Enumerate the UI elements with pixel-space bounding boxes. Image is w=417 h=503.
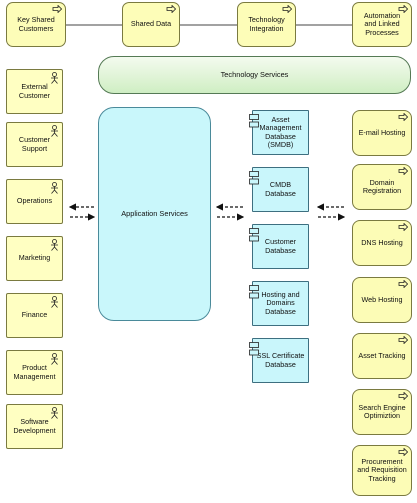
process-arrow-icon xyxy=(52,4,63,15)
actor-icon xyxy=(50,239,59,253)
database-customer[interactable]: Customer Database xyxy=(249,224,309,269)
service-label: Search Engine Optimiztion xyxy=(358,402,406,420)
database-ssl-certificate[interactable]: SSL Certificate Database xyxy=(249,338,309,383)
database-label: Customer Database xyxy=(264,237,297,255)
service-label: Domain Registration xyxy=(362,177,402,195)
service-asset-tracking[interactable]: Asset Tracking xyxy=(352,333,412,379)
service-arrow-icon xyxy=(398,112,409,123)
service-label: E-mail Hosting xyxy=(358,127,406,137)
technology-services[interactable]: Technology Services xyxy=(98,56,411,94)
actor-icon xyxy=(50,296,59,310)
actor-finance[interactable]: Finance xyxy=(6,293,63,338)
component-icon xyxy=(249,228,259,244)
actor-label: External Customer xyxy=(18,82,51,100)
actor-label: Finance xyxy=(21,310,48,320)
technology-services-label: Technology Services xyxy=(220,69,289,79)
actor-label: Marketing xyxy=(18,253,51,263)
database-label: CMDB Database xyxy=(265,180,296,198)
service-arrow-icon xyxy=(398,279,409,290)
database-hosting-domains[interactable]: Hosting and Domains Database xyxy=(249,281,309,326)
actor-icon xyxy=(50,407,59,421)
process-arrow-icon xyxy=(398,4,409,15)
component-icon xyxy=(249,342,259,358)
service-arrow-icon xyxy=(398,335,409,346)
service-arrow-icon xyxy=(398,447,409,458)
actor-external-customer[interactable]: External Customer xyxy=(6,69,63,114)
actor-operations[interactable]: Operations xyxy=(6,179,63,224)
service-label: Asset Tracking xyxy=(358,350,406,360)
database-label: Hosting and Domains Database xyxy=(261,289,300,316)
actor-customer-support[interactable]: Customer Support xyxy=(6,122,63,167)
process-automation-linked[interactable]: Automation and Linked Processes xyxy=(352,2,412,47)
service-label: Web Hosting xyxy=(361,294,403,304)
service-label: Procurement and Requisition Tracking xyxy=(357,456,407,483)
database-asset-management[interactable]: Asset Management Database (SMDB) xyxy=(249,110,309,155)
actor-icon xyxy=(50,125,59,139)
process-arrow-icon xyxy=(282,4,293,15)
service-arrow-icon xyxy=(398,166,409,177)
service-search-engine-optimization[interactable]: Search Engine Optimiztion xyxy=(352,389,412,435)
process-label: Key Shared Customers xyxy=(17,15,55,33)
service-label: DNS Hosting xyxy=(361,237,403,247)
component-icon xyxy=(249,171,259,187)
process-shared-data[interactable]: Shared Data xyxy=(122,2,180,47)
service-arrow-icon xyxy=(398,391,409,402)
process-label: Technology Integration xyxy=(248,15,285,33)
application-services-label: Application Services xyxy=(121,208,188,218)
service-dns-hosting[interactable]: DNS Hosting xyxy=(352,220,412,266)
service-domain-registration[interactable]: Domain Registration xyxy=(352,164,412,210)
actor-icon xyxy=(50,353,59,367)
actor-icon xyxy=(50,182,59,196)
actor-label: Product Management xyxy=(13,363,56,381)
service-email-hosting[interactable]: E-mail Hosting xyxy=(352,110,412,156)
component-icon xyxy=(249,114,259,130)
actor-marketing[interactable]: Marketing xyxy=(6,236,63,281)
component-icon xyxy=(249,285,259,301)
process-arrow-icon xyxy=(166,4,177,15)
process-key-shared-customers[interactable]: Key Shared Customers xyxy=(6,2,66,47)
application-services[interactable]: Application Services xyxy=(98,107,211,321)
actor-software-development[interactable]: Software Development xyxy=(6,404,63,449)
database-label: SSL Certificate Database xyxy=(256,351,305,369)
actor-label: Customer Support xyxy=(18,135,51,153)
service-web-hosting[interactable]: Web Hosting xyxy=(352,277,412,323)
actor-label: Operations xyxy=(16,196,53,206)
database-label: Asset Management Database (SMDB) xyxy=(259,114,302,149)
actor-product-management[interactable]: Product Management xyxy=(6,350,63,395)
process-label: Shared Data xyxy=(130,19,172,29)
database-cmdb[interactable]: CMDB Database xyxy=(249,167,309,212)
service-procurement-requisition[interactable]: Procurement and Requisition Tracking xyxy=(352,445,412,496)
actor-label: Software Development xyxy=(13,417,56,435)
process-technology-integration[interactable]: Technology Integration xyxy=(237,2,296,47)
service-arrow-icon xyxy=(398,222,409,233)
actor-icon xyxy=(50,72,59,86)
process-label: Automation and Linked Processes xyxy=(363,10,401,37)
